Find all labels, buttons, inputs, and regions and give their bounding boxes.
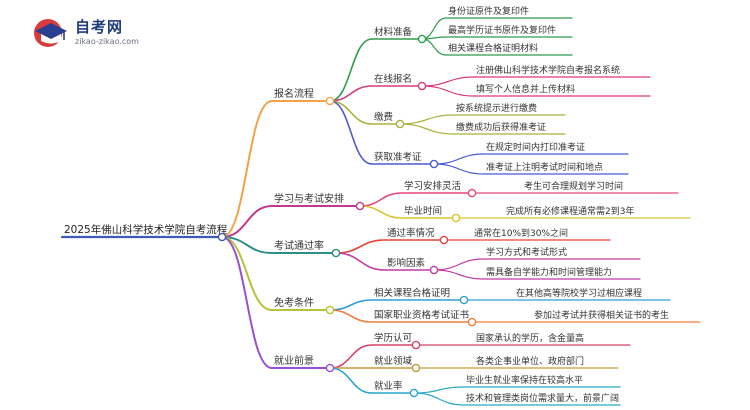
topic-label: 学习安排灵活 <box>404 180 462 192</box>
topic-node-dot <box>409 388 419 398</box>
branch-label: 就业前景 <box>274 354 314 367</box>
leaf-connector <box>399 114 455 125</box>
topic-node-dot <box>395 119 405 129</box>
topic-connector <box>329 100 373 165</box>
topic-node-dot <box>411 363 421 373</box>
topic-connector <box>329 344 373 369</box>
leaf-connector <box>421 38 447 56</box>
topic-connector <box>335 252 386 271</box>
root-node-dot <box>217 232 227 242</box>
topic-node-dot <box>467 317 477 327</box>
leaf-label: 国家承认的学历，含金量高 <box>476 332 584 344</box>
leaf-label: 注册佛山科学技术学院自考报名系统 <box>476 64 620 76</box>
topic-connector <box>329 85 373 102</box>
topic-node-dot <box>459 295 469 305</box>
branch-node-dot <box>325 96 335 106</box>
branch-node-dot <box>325 363 335 373</box>
leaf-connector <box>433 153 485 165</box>
leaf-connector <box>421 17 447 40</box>
topic-connector <box>359 192 403 207</box>
leaf-label: 完成所有必修课程通常需2到3年 <box>506 205 634 217</box>
graduation-cap-icon <box>34 19 67 47</box>
leaf-label: 参加过考试并获得相关证书的考生 <box>534 309 669 321</box>
topic-label: 相关课程合格证明 <box>374 287 450 299</box>
leaf-connector <box>433 258 485 271</box>
leaf-label: 相关课程合格证明材料 <box>448 42 538 54</box>
topic-label: 材料准备 <box>374 26 413 38</box>
leaf-label: 在规定时间内打印准考证 <box>486 141 585 153</box>
topic-connector <box>359 205 403 219</box>
leaf-label: 需具备自学能力和时间管理能力 <box>486 266 612 278</box>
topic-node-dot <box>467 188 477 198</box>
topic-connector <box>329 100 373 125</box>
leaf-label: 毕业生就业率保持在较高水平 <box>466 374 583 386</box>
site-url: zikao-zikao.com <box>75 37 139 46</box>
branch-node-dot <box>355 201 365 211</box>
leaf-connector <box>413 386 465 394</box>
topic-label: 影响因素 <box>387 257 426 269</box>
leaf-connector <box>433 163 485 175</box>
topic-connector <box>329 309 373 323</box>
topic-label: 就业领域 <box>374 355 413 367</box>
leaf-label: 缴费成功后获得准考证 <box>456 121 546 133</box>
topic-node-dot <box>417 81 427 91</box>
topic-label: 在线报名 <box>374 73 412 85</box>
topic-label: 国家职业资格考试证书 <box>374 309 470 321</box>
branch-node-dot <box>325 305 335 315</box>
topic-node-dot <box>429 159 439 169</box>
leaf-label: 填写个人信息并上传材料 <box>476 83 575 95</box>
topic-connector <box>329 38 373 102</box>
branch-connector <box>221 205 273 238</box>
site-logo[interactable]: 自考网 zikao-zikao.com <box>31 14 141 54</box>
site-name: 自考网 <box>75 18 124 36</box>
branch-connector <box>221 236 273 369</box>
topic-node-dot <box>429 265 439 275</box>
branch-label: 免考条件 <box>274 296 314 309</box>
root-label: 2025年佛山科学技术学院自考流程 <box>64 223 228 236</box>
leaf-connector <box>399 123 455 135</box>
topic-node-dot <box>417 34 427 44</box>
topic-node-dot <box>439 235 449 245</box>
leaf-connector <box>421 85 475 97</box>
branch-label: 报名流程 <box>274 87 314 100</box>
topic-label: 获取准考证 <box>374 152 422 163</box>
leaf-label: 在其他高等院校学习过相应课程 <box>516 287 642 299</box>
leaf-label: 通常在10%到30%之间 <box>474 227 568 239</box>
leaf-label: 考生可合理规划学习时间 <box>524 180 623 192</box>
leaf-label: 各类企事业单位、政府部门 <box>476 355 584 367</box>
topic-connector <box>329 299 373 311</box>
leaf-label: 最高学历证书原件及复印件 <box>448 24 556 36</box>
leaf-connector <box>413 392 465 406</box>
topic-node-dot <box>411 340 421 350</box>
leaf-label: 按系统提示进行缴费 <box>456 102 537 114</box>
topic-label: 缴费 <box>374 111 393 123</box>
topic-label: 学历认可 <box>374 332 412 344</box>
branch-label: 学习与考试安排 <box>274 192 344 205</box>
topic-node-dot <box>451 213 461 223</box>
branch-label: 考试通过率 <box>274 239 324 252</box>
leaf-label: 准考证上注明考试时间和地点 <box>486 161 603 173</box>
leaf-label: 身份证原件及复印件 <box>448 5 529 17</box>
topic-connector <box>329 367 373 394</box>
branch-node-dot <box>331 248 341 258</box>
branch-connector <box>221 236 273 311</box>
branch-connector <box>221 100 273 238</box>
leaf-connector <box>421 76 475 87</box>
leaf-label: 技术和管理类岗位需求量大，前景广阔 <box>466 392 619 404</box>
topic-connector <box>335 239 386 254</box>
leaf-label: 学习方式和考试形式 <box>486 246 567 258</box>
topic-label: 就业率 <box>374 380 403 392</box>
topic-label: 毕业时间 <box>404 205 442 217</box>
topic-label: 通过率情况 <box>387 227 435 239</box>
leaf-connector <box>433 269 485 280</box>
branch-connector <box>221 236 273 254</box>
